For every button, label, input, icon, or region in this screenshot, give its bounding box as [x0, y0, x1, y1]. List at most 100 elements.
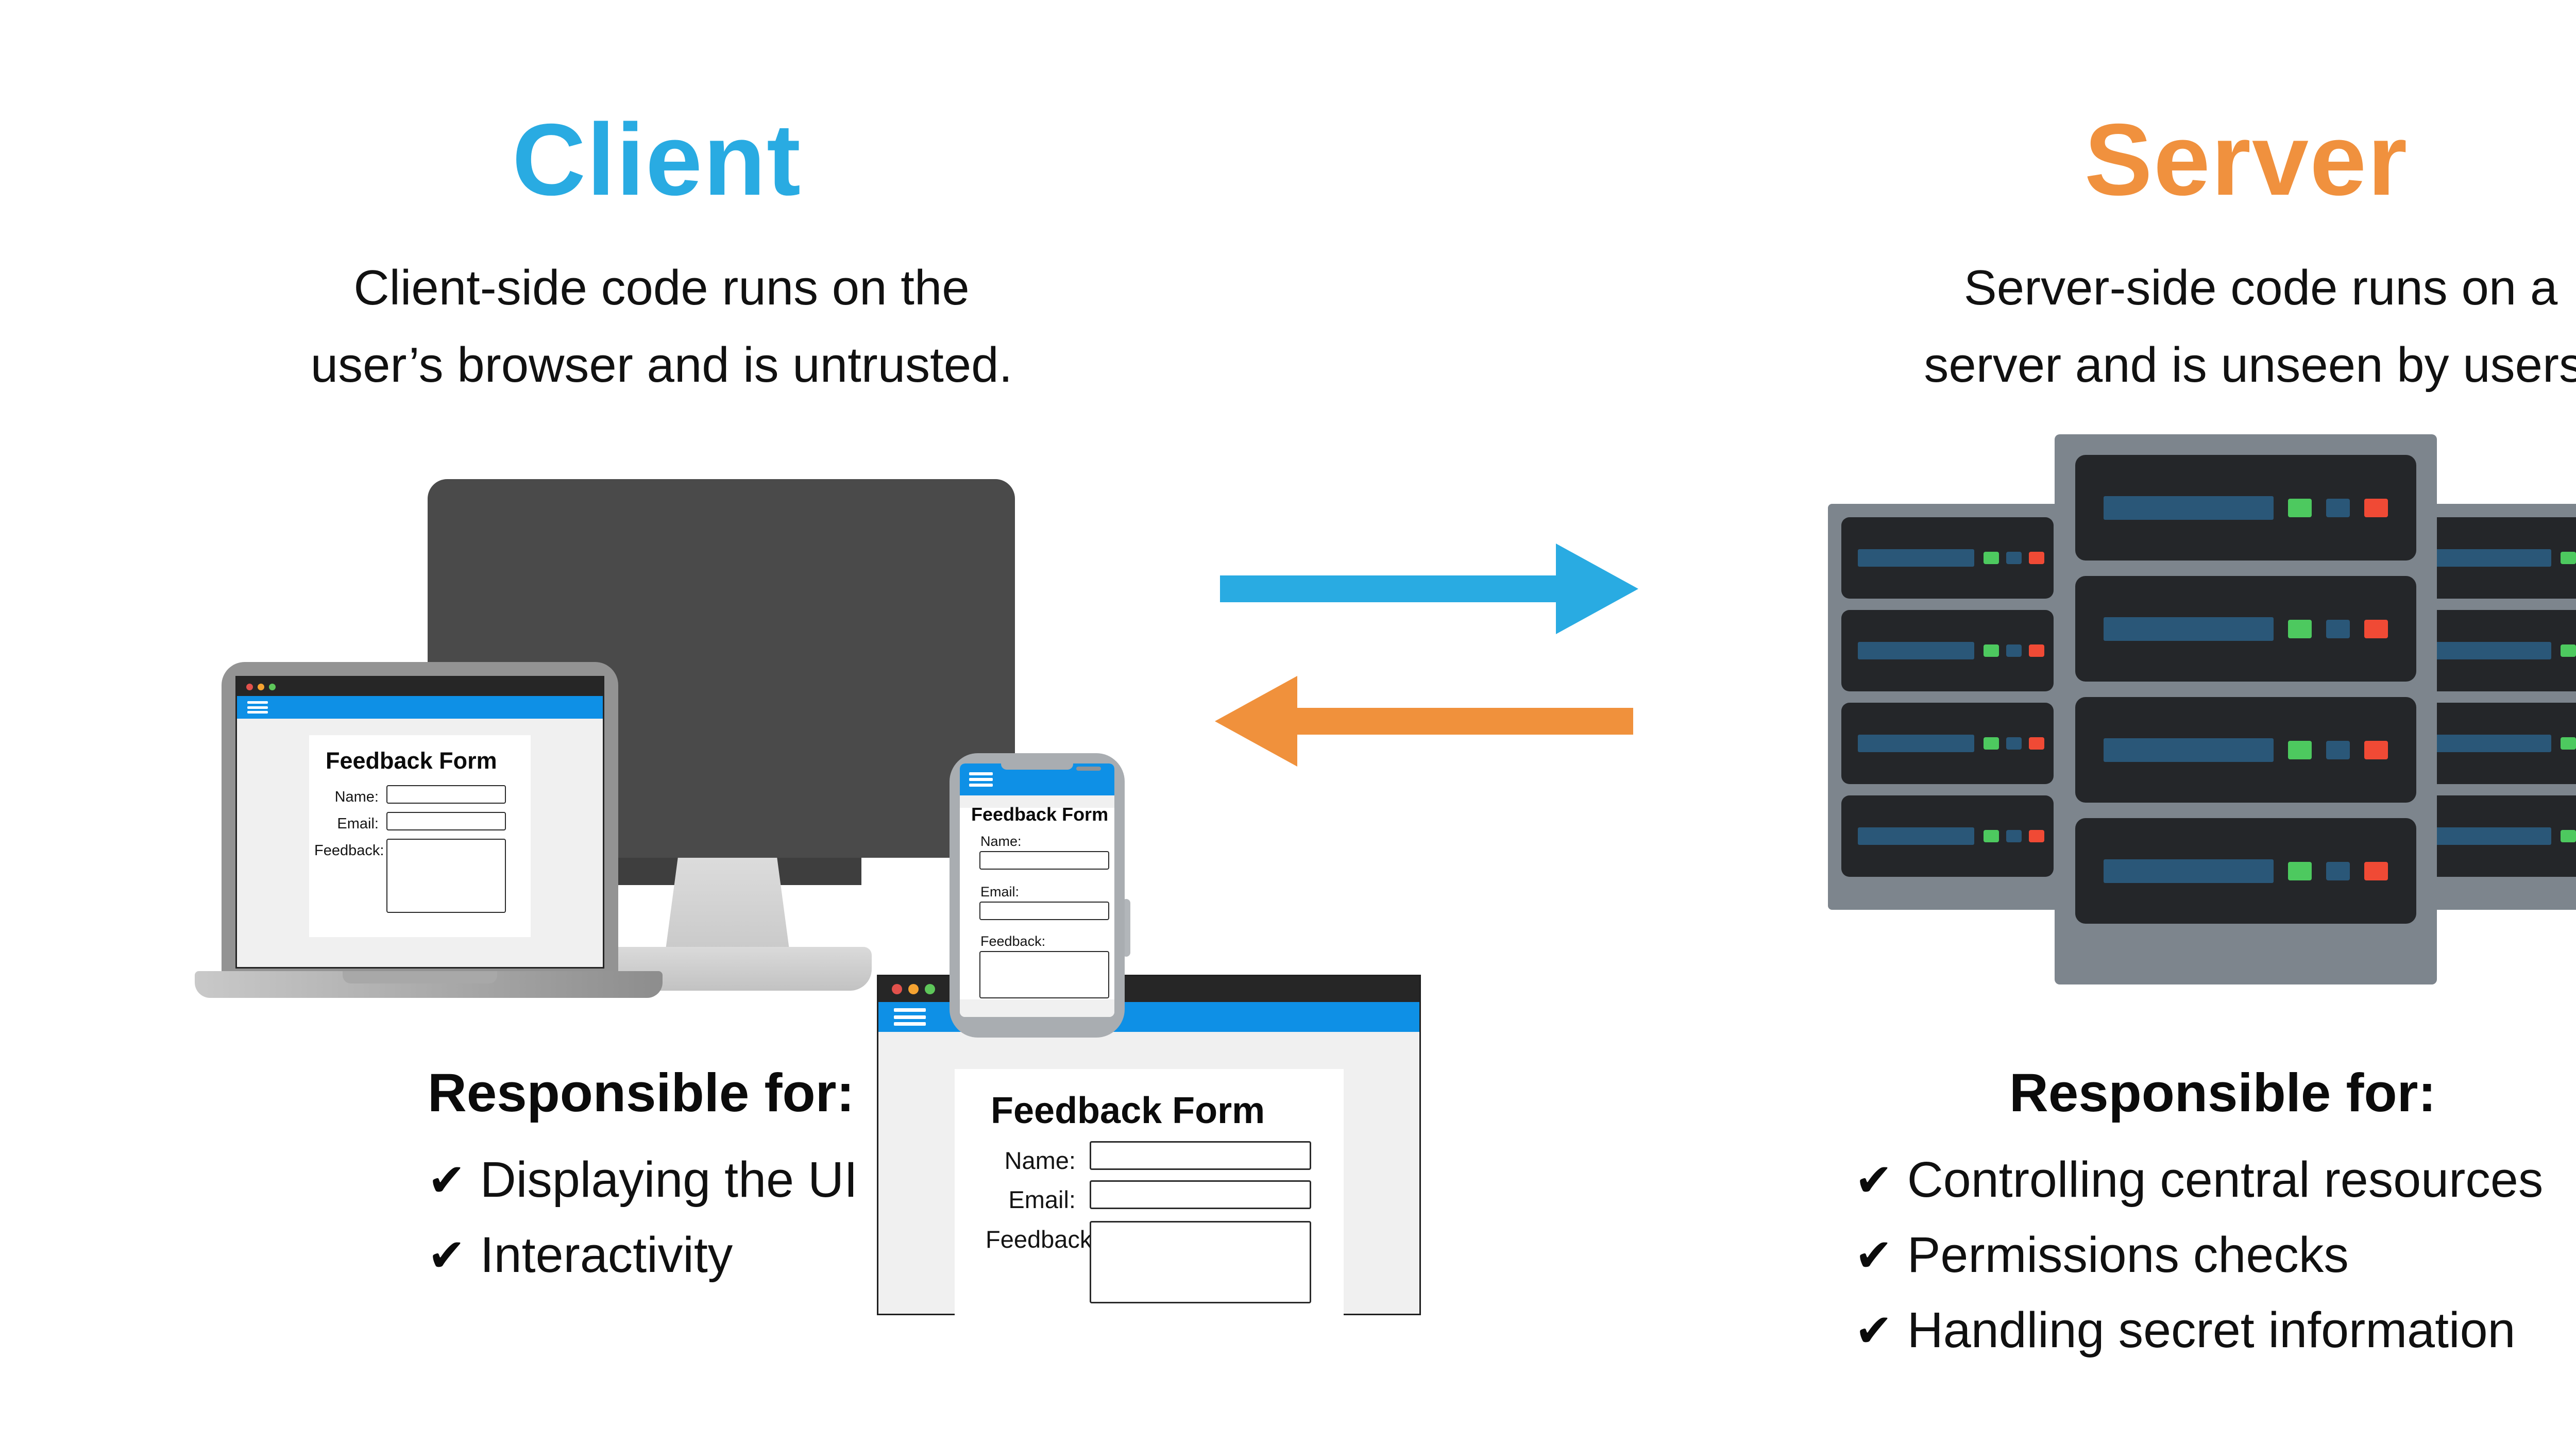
server-rack-left	[1828, 504, 2067, 910]
list-item: ✔ Interactivity	[428, 1226, 858, 1284]
feedback-label: Feedback:	[980, 933, 1046, 949]
server-responsibilities: Responsible for: ✔ Controlling central r…	[1855, 1062, 2543, 1377]
server-description-line2: server and is unseen by users.	[1924, 337, 2576, 393]
server-description-line1: Server-side code runs on a	[1963, 260, 2558, 315]
server-bar	[2104, 496, 2274, 520]
server-bar	[1858, 549, 1974, 567]
status-led-red-icon	[2029, 737, 2044, 750]
feedback-textarea[interactable]	[1090, 1221, 1311, 1303]
status-led-red-icon	[2029, 644, 2044, 657]
client-responsibilities: Responsible for: ✔ Displaying the UI ✔ I…	[428, 1062, 858, 1301]
check-icon: ✔	[428, 1154, 466, 1206]
server-bar	[2104, 738, 2274, 762]
client-description-line2: user’s browser and is untrusted.	[310, 337, 1013, 393]
list-item: ✔ Controlling central resources	[1855, 1151, 2543, 1209]
server-unit	[1841, 795, 2054, 877]
server-description: Server-side code runs on a server and is…	[1745, 249, 2576, 404]
browser-navbar	[237, 696, 603, 719]
name-input[interactable]	[386, 785, 506, 804]
traffic-light-minimize-icon[interactable]	[258, 683, 264, 690]
status-led-green-icon	[1984, 644, 1999, 657]
server-bar	[2435, 827, 2551, 845]
name-label: Name:	[980, 834, 1022, 849]
menu-icon[interactable]	[247, 701, 268, 714]
server-bar	[1858, 735, 1974, 752]
server-unit	[2075, 818, 2416, 924]
status-led-blue-icon	[2326, 498, 2350, 517]
list-item-label: Controlling central resources	[1907, 1151, 2544, 1208]
email-label: Email:	[337, 816, 379, 832]
menu-icon[interactable]	[969, 772, 993, 787]
form-title: Feedback Form	[326, 748, 497, 774]
server-unit	[2075, 697, 2416, 803]
server-bar	[2435, 642, 2551, 659]
status-led-green-icon	[2561, 830, 2576, 842]
list-item: ✔ Displaying the UI	[428, 1151, 858, 1209]
traffic-light-close-icon[interactable]	[892, 984, 902, 994]
status-led-blue-icon	[2006, 644, 2022, 657]
feedback-textarea[interactable]	[386, 839, 506, 913]
check-icon: ✔	[1855, 1154, 1893, 1206]
server-unit	[2418, 795, 2576, 877]
traffic-light-zoom-icon[interactable]	[925, 984, 935, 994]
status-led-green-icon	[2288, 498, 2312, 517]
status-led-red-icon	[2029, 830, 2044, 842]
name-input[interactable]	[979, 851, 1109, 870]
status-led-green-icon	[2288, 619, 2312, 638]
check-icon: ✔	[1855, 1229, 1893, 1281]
laptop-base	[195, 971, 663, 998]
traffic-light-zoom-icon[interactable]	[269, 683, 276, 690]
status-led-blue-icon	[2326, 861, 2350, 880]
feedback-form-card: Feedback Form Name: Email: Feedback:	[955, 1069, 1344, 1316]
list-item: ✔ Handling secret information	[1855, 1301, 2543, 1359]
status-led-green-icon	[1984, 737, 1999, 750]
status-led-blue-icon	[2006, 830, 2022, 842]
feedback-textarea[interactable]	[979, 951, 1109, 998]
check-icon: ✔	[428, 1229, 466, 1281]
server-unit	[1841, 517, 2054, 599]
status-led-blue-icon	[2326, 619, 2350, 638]
client-to-server-arrowhead-icon	[1556, 544, 1638, 634]
status-led-red-icon	[2364, 498, 2388, 517]
phone-speaker-icon	[1076, 767, 1101, 771]
email-input[interactable]	[979, 902, 1109, 920]
server-unit	[2418, 610, 2576, 691]
email-input[interactable]	[386, 812, 506, 830]
list-item-label: Interactivity	[480, 1227, 733, 1283]
status-led-green-icon	[2561, 644, 2576, 657]
server-unit	[1841, 703, 2054, 784]
status-led-green-icon	[2561, 552, 2576, 564]
list-item-label: Displaying the UI	[480, 1151, 858, 1208]
email-input[interactable]	[1090, 1180, 1311, 1209]
status-led-green-icon	[2288, 740, 2312, 759]
traffic-light-close-icon[interactable]	[246, 683, 253, 690]
laptop: Feedback Form Name: Email: Feedback:	[222, 662, 618, 972]
server-to-client-arrow	[1296, 708, 1633, 735]
status-led-green-icon	[1984, 830, 1999, 842]
browser-titlebar	[237, 677, 603, 696]
list-item: ✔ Permissions checks	[1855, 1226, 2543, 1284]
server-bar	[1858, 827, 1974, 845]
list-item-label: Permissions checks	[1907, 1227, 2349, 1283]
status-led-green-icon	[2288, 861, 2312, 880]
server-unit	[2418, 703, 2576, 784]
server-bar	[2104, 859, 2274, 883]
server-unit	[2418, 517, 2576, 599]
client-to-server-arrow	[1220, 575, 1557, 602]
feedback-label: Feedback:	[314, 842, 384, 859]
server-unit	[2075, 576, 2416, 682]
phone-browser-window: Feedback Form Name: Email: Feedback:	[960, 763, 1114, 1017]
smartphone: Feedback Form Name: Email: Feedback:	[950, 753, 1125, 1038]
feedback-form-card: Feedback Form Name: Email: Feedback:	[309, 735, 531, 937]
server-bar	[2435, 549, 2551, 567]
name-input[interactable]	[1090, 1141, 1311, 1170]
traffic-light-minimize-icon[interactable]	[908, 984, 919, 994]
server-unit	[1841, 610, 2054, 691]
menu-icon[interactable]	[894, 1008, 926, 1026]
server-rack-center	[2055, 434, 2437, 984]
check-icon: ✔	[1855, 1304, 1893, 1356]
name-label: Name:	[334, 789, 379, 805]
name-label: Name:	[1004, 1147, 1076, 1174]
phone-page-footer	[960, 999, 1114, 1017]
